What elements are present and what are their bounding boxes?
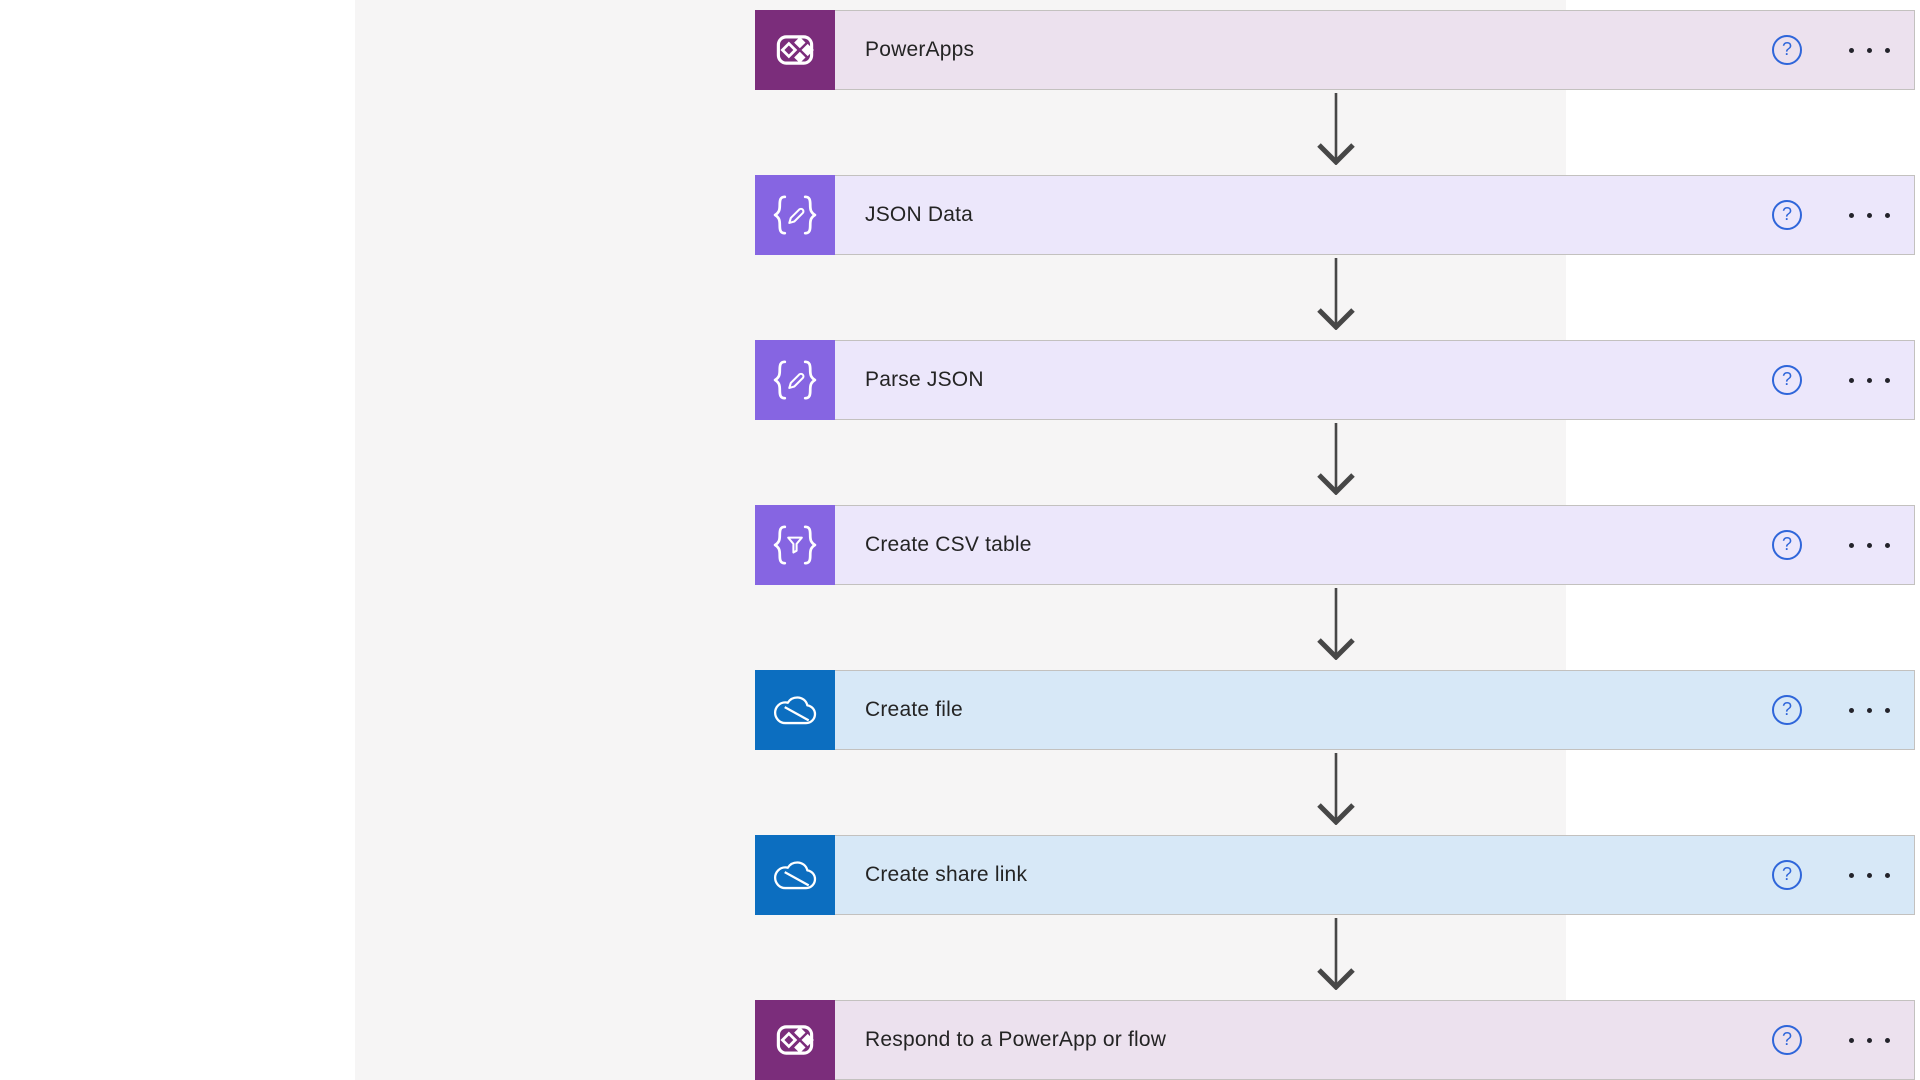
braces-pencil-icon — [755, 340, 835, 420]
more-options-button[interactable] — [1847, 698, 1892, 723]
help-button[interactable]: ? — [1772, 695, 1802, 725]
more-options-button[interactable] — [1847, 533, 1892, 558]
flow-step-create-share-link[interactable]: Create share link ? — [755, 835, 1915, 915]
more-options-button[interactable] — [1847, 1028, 1892, 1053]
step-controls: ? — [1772, 200, 1914, 230]
more-options-icon — [1849, 707, 1854, 713]
question-mark-icon: ? — [1781, 699, 1792, 719]
help-button[interactable]: ? — [1772, 200, 1802, 230]
step-title: Respond to a PowerApp or flow — [865, 1028, 1167, 1051]
connector-arrow-icon — [1316, 93, 1356, 165]
more-options-icon — [1849, 47, 1854, 53]
more-options-icon — [1849, 872, 1854, 878]
onedrive-cloud-icon — [755, 670, 835, 750]
more-options-button[interactable] — [1847, 203, 1892, 228]
question-mark-icon: ? — [1781, 204, 1792, 224]
question-mark-icon: ? — [1781, 864, 1792, 884]
help-button[interactable]: ? — [1772, 860, 1802, 890]
step-controls: ? — [1772, 35, 1914, 65]
powerapps-icon — [755, 1000, 835, 1080]
step-controls: ? — [1772, 365, 1914, 395]
step-controls: ? — [1772, 530, 1914, 560]
flow-step-create-csv-table[interactable]: Create CSV table ? — [755, 505, 1915, 585]
connector-arrow-icon — [1316, 423, 1356, 495]
step-title: JSON Data — [865, 203, 973, 226]
step-title: Create CSV table — [865, 533, 1032, 556]
flow-step-parse-json[interactable]: Parse JSON ? — [755, 340, 1915, 420]
step-title: Create share link — [865, 863, 1028, 886]
connector-arrow-icon — [1316, 918, 1356, 990]
help-button[interactable]: ? — [1772, 365, 1802, 395]
onedrive-cloud-icon — [755, 835, 835, 915]
step-controls: ? — [1772, 860, 1914, 890]
braces-pencil-icon — [755, 175, 835, 255]
more-options-icon — [1849, 542, 1854, 548]
more-options-icon — [1849, 212, 1854, 218]
braces-funnel-icon — [755, 505, 835, 585]
question-mark-icon: ? — [1781, 534, 1792, 554]
flow-step-create-file[interactable]: Create file ? — [755, 670, 1915, 750]
flow-canvas: PowerApps ? JSON Data ? Parse JSON — [355, 0, 1915, 1080]
more-options-button[interactable] — [1847, 368, 1892, 393]
flow-step-respond-to-powerapp[interactable]: Respond to a PowerApp or flow ? — [755, 1000, 1915, 1080]
question-mark-icon: ? — [1781, 1029, 1792, 1049]
question-mark-icon: ? — [1781, 369, 1792, 389]
more-options-button[interactable] — [1847, 863, 1892, 888]
flow-step-json-data[interactable]: JSON Data ? — [755, 175, 1915, 255]
step-controls: ? — [1772, 1025, 1914, 1055]
more-options-icon — [1849, 377, 1854, 383]
more-options-icon — [1849, 1037, 1854, 1043]
help-button[interactable]: ? — [1772, 1025, 1802, 1055]
help-button[interactable]: ? — [1772, 530, 1802, 560]
question-mark-icon: ? — [1781, 39, 1792, 59]
help-button[interactable]: ? — [1772, 35, 1802, 65]
connector-arrow-icon — [1316, 753, 1356, 825]
step-title: Parse JSON — [865, 368, 984, 391]
powerapps-icon — [755, 10, 835, 90]
more-options-button[interactable] — [1847, 38, 1892, 63]
step-controls: ? — [1772, 695, 1914, 725]
flow-step-powerapps-trigger[interactable]: PowerApps ? — [755, 10, 1915, 90]
connector-arrow-icon — [1316, 258, 1356, 330]
step-title: Create file — [865, 698, 963, 721]
connector-arrow-icon — [1316, 588, 1356, 660]
step-title: PowerApps — [865, 38, 975, 61]
